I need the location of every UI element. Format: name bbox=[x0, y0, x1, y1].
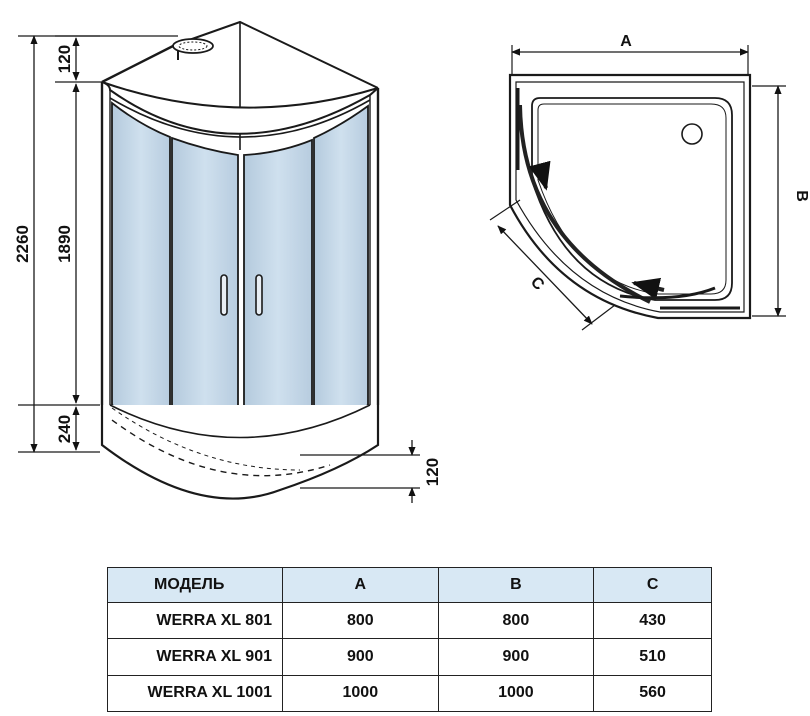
cell-c: 510 bbox=[593, 638, 712, 676]
header-c: C bbox=[593, 567, 712, 603]
cell-model: WERRA XL 801 bbox=[107, 601, 283, 640]
plan-label-c: C bbox=[527, 274, 548, 295]
header-b: B bbox=[437, 567, 595, 603]
dimension-lines bbox=[18, 35, 420, 503]
cell-c: 430 bbox=[593, 601, 712, 640]
arrow-slide-bottom bbox=[631, 277, 665, 300]
plan-label-a: A bbox=[620, 33, 632, 50]
glass-door-left bbox=[171, 136, 239, 443]
header-model: МОДЕЛЬ bbox=[107, 567, 283, 603]
dim-door-height: 1890 bbox=[55, 225, 74, 263]
cell-b: 900 bbox=[437, 638, 595, 676]
drain-icon bbox=[681, 123, 703, 145]
table-row: WERRA XL 1001 1000 1000 560 bbox=[107, 674, 712, 713]
table-row: WERRA XL 801 800 800 430 bbox=[107, 601, 712, 640]
cabin-top-rail bbox=[101, 81, 379, 135]
header-a: A bbox=[282, 567, 439, 603]
arrow-slide-left bbox=[528, 160, 551, 191]
plan-basin bbox=[531, 97, 733, 301]
cabin-front-view bbox=[100, 20, 380, 500]
plan-view bbox=[489, 45, 786, 331]
door-handle-left bbox=[220, 274, 228, 316]
cell-model: WERRA XL 1001 bbox=[107, 674, 283, 713]
cell-model: WERRA XL 901 bbox=[107, 638, 283, 676]
shower-cabin-drawing: 2260 120 1890 240 120 A B C bbox=[13, 20, 810, 503]
plan-door-track bbox=[518, 104, 651, 304]
dim-top-gap: 120 bbox=[55, 45, 74, 73]
table-row: WERRA XL 901 900 900 510 bbox=[107, 638, 712, 676]
dim-total-height: 2260 bbox=[13, 225, 32, 263]
cell-c: 560 bbox=[593, 674, 712, 713]
glass-panel-right bbox=[313, 104, 369, 430]
cabin-frame bbox=[100, 43, 380, 405]
cell-b: 800 bbox=[437, 601, 595, 640]
glass-door-right bbox=[243, 138, 313, 443]
door-handle-right bbox=[255, 274, 263, 316]
glass-panel-left bbox=[111, 101, 171, 430]
cell-a: 800 bbox=[282, 601, 439, 640]
shower-head-icon bbox=[172, 38, 214, 54]
cell-a: 1000 bbox=[282, 674, 439, 713]
plan-label-b: B bbox=[793, 190, 810, 202]
cabin-back-wall bbox=[174, 20, 379, 89]
dim-tray-depth: 120 bbox=[423, 458, 442, 486]
model-dimensions-table: МОДЕЛЬ A B C WERRA XL 801 800 800 430 WE… bbox=[107, 567, 712, 713]
cell-b: 1000 bbox=[437, 674, 595, 713]
cell-a: 900 bbox=[282, 638, 439, 676]
table-header-row: МОДЕЛЬ A B C bbox=[107, 567, 712, 603]
dim-tray-height: 240 bbox=[55, 415, 74, 443]
